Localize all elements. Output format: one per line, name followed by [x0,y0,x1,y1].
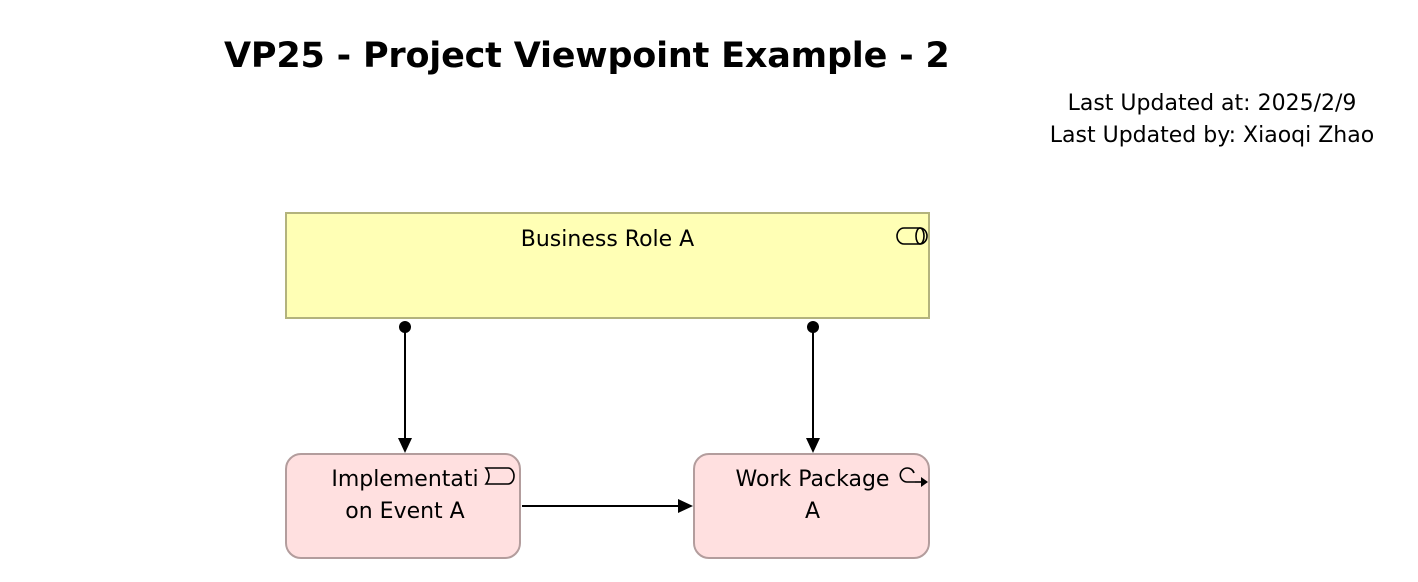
business-role-node[interactable]: Business Role A [285,212,930,319]
business-role-icon [896,227,928,245]
work-package-label: Work Package A [731,464,894,528]
update-info: Last Updated at: 2025/2/9 Last Updated b… [1040,88,1384,152]
arrowhead-icon [806,438,820,453]
implementation-event-icon [484,467,515,485]
implementation-event-label-line1: Implementati [331,467,479,492]
work-package-label-line1: Work Package [735,467,890,492]
work-package-node[interactable]: Work Package A [693,453,930,559]
assignment-edge-role-to-work-package[interactable] [806,321,820,453]
work-package-label-line2: A [804,499,821,524]
assignment-edge-role-to-event[interactable] [398,321,412,453]
work-package-icon [899,467,928,487]
arrowhead-icon [678,499,693,513]
business-role-label: Business Role A [520,227,695,252]
triggering-edge-event-to-work-package[interactable] [522,499,693,513]
arrowhead-icon [398,438,412,453]
last-updated-by: Last Updated by: Xiaoqi Zhao [1049,123,1375,148]
implementation-event-node[interactable]: Implementati on Event A [285,453,521,559]
implementation-event-label: Implementati on Event A [325,464,485,528]
implementation-event-label-line2: on Event A [345,499,465,524]
diagram-title: VP25 - Project Viewpoint Example - 2 [224,36,950,76]
last-updated-at: Last Updated at: 2025/2/9 [1067,91,1357,116]
